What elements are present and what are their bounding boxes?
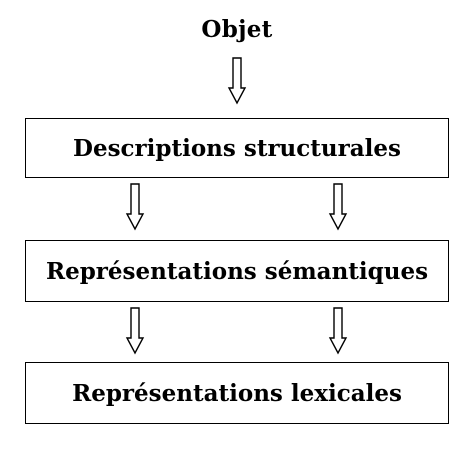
double-arrow-shape (227, 57, 247, 105)
down-arrow-icon (328, 183, 348, 231)
structural-descriptions-box: Descriptions structurales (25, 118, 449, 178)
semantic-representations-box: Représentations sémantiques (25, 240, 449, 302)
double-arrow-shape (328, 307, 348, 355)
double-arrow-shape (328, 183, 348, 231)
down-arrow-icon (125, 307, 145, 355)
box-label: Descriptions structurales (73, 134, 401, 162)
double-arrow-shape (125, 307, 145, 355)
box-label: Représentations sémantiques (45, 257, 429, 285)
diagram-title: Objet (201, 16, 273, 43)
down-arrow-icon (227, 57, 247, 105)
lexical-representations-box: Représentations lexicales (25, 362, 449, 424)
box-label: Représentations lexicales (72, 379, 402, 407)
down-arrow-icon (328, 307, 348, 355)
down-arrow-icon (125, 183, 145, 231)
double-arrow-shape (125, 183, 145, 231)
